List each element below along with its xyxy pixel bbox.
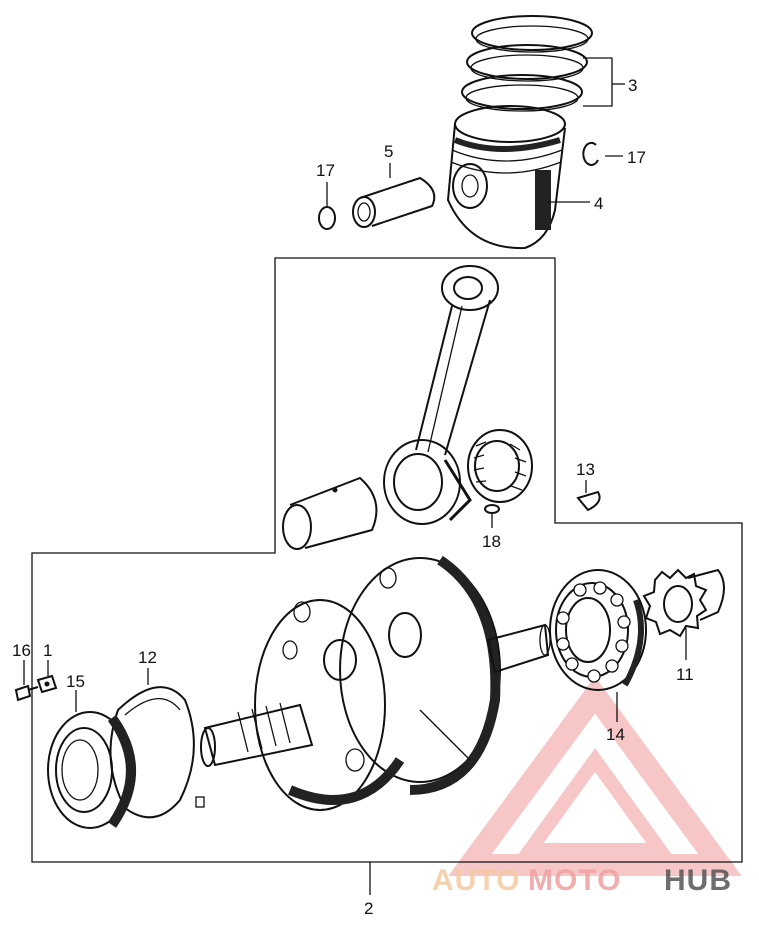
callout-2: 2 xyxy=(364,899,373,918)
piston-rings xyxy=(461,15,593,112)
piston-pin xyxy=(352,176,436,228)
callout-12: 12 xyxy=(138,648,157,667)
oil-seal xyxy=(47,711,136,829)
needle-bearing xyxy=(467,429,533,503)
lock-tab xyxy=(36,674,58,694)
woodruff-key xyxy=(576,490,601,512)
watermark-hub: HUB xyxy=(664,864,732,897)
leader-lines xyxy=(23,57,687,895)
callout-16: 16 xyxy=(12,641,31,660)
crank-pin xyxy=(282,476,378,550)
callout-4: 4 xyxy=(594,194,603,213)
piston-pin-clip-right xyxy=(582,142,599,166)
watermark-logo xyxy=(448,676,742,876)
connecting-rod xyxy=(383,265,499,525)
watermark-text: AUTO MOTO HUB xyxy=(432,864,732,897)
cam-chain-sprocket xyxy=(642,568,725,638)
callout-1: 1 xyxy=(43,641,52,660)
callout-5: 5 xyxy=(384,142,393,161)
callout-3: 3 xyxy=(628,76,637,95)
group-frame-outline xyxy=(31,257,743,863)
piston xyxy=(446,105,566,250)
watermark-auto: AUTO xyxy=(432,864,520,897)
callout-15: 15 xyxy=(66,672,85,691)
crankshaft-assembly xyxy=(200,555,551,811)
ball-bearing xyxy=(549,569,647,691)
callout-18: 18 xyxy=(482,532,501,551)
key-18 xyxy=(484,504,500,514)
bolt xyxy=(14,684,39,702)
callout-13: 13 xyxy=(576,460,595,479)
piston-pin-clip-left xyxy=(318,206,336,230)
callout-14: 14 xyxy=(606,725,625,744)
callout-labels: 3 4 5 17 17 13 18 11 14 12 15 16 1 2 xyxy=(12,76,694,918)
watermark-moto: MOTO xyxy=(528,864,621,897)
callout-11: 11 xyxy=(676,665,694,684)
callout-17-right: 17 xyxy=(627,148,646,167)
callout-17-left: 17 xyxy=(316,161,335,180)
